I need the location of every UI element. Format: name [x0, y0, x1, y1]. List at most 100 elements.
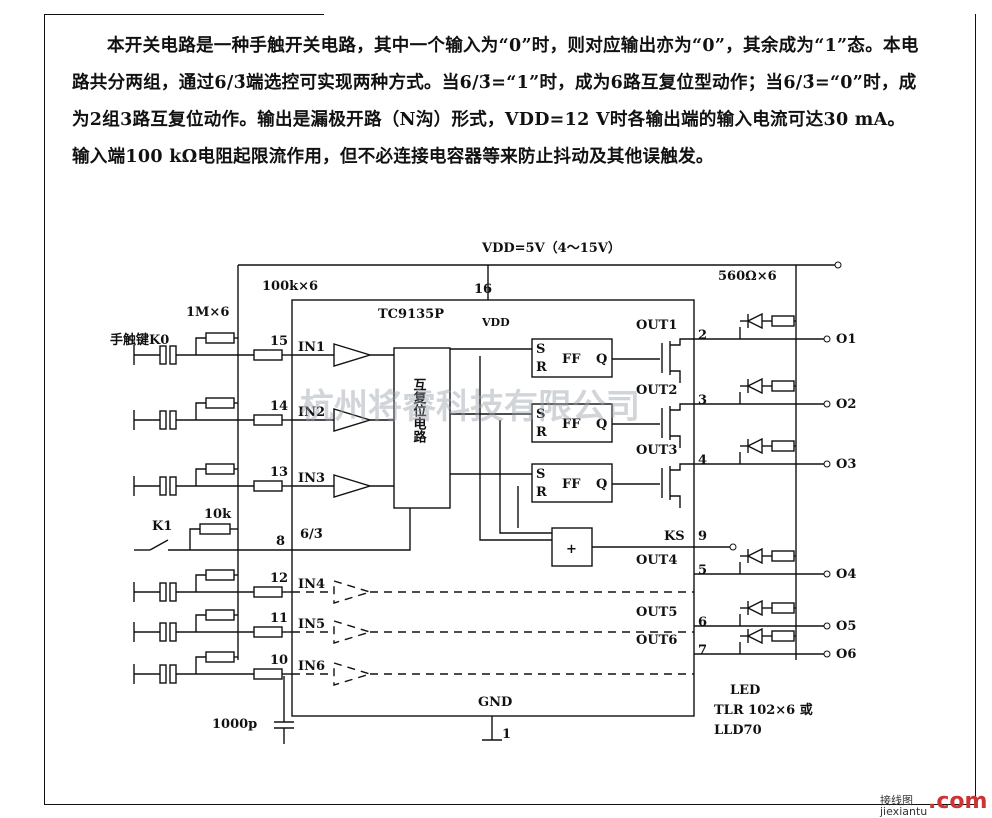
res-560-label: 560Ω×6 — [718, 269, 777, 284]
output-pin-number: 3 — [698, 393, 707, 408]
description-paragraph: 本开关电路是一种手触开关电路，其中一个输入为“0”时，则对应输出亦为“0”，其余… — [72, 36, 919, 167]
touch-key-label: 手触键K0 — [110, 332, 169, 348]
led-icon — [746, 437, 763, 455]
gnd-label: GND — [478, 695, 512, 710]
output-pin-number: 2 — [698, 328, 707, 343]
output-pin-name: OUT4 — [636, 553, 677, 568]
res-100k — [253, 414, 283, 426]
vdd-terminal — [834, 261, 842, 269]
input-row-2: 14 IN2 — [133, 397, 394, 432]
input-pin-name: IN5 — [298, 617, 325, 632]
output-terminal-label: O6 — [836, 647, 856, 662]
input-pin-name: IN2 — [298, 405, 325, 420]
led-alt: LLD70 — [714, 723, 762, 738]
input-pin-number: 14 — [270, 399, 288, 414]
site-url: jiexiantu — [879, 805, 927, 818]
touch-key-plate-b — [169, 582, 177, 602]
res-560 — [771, 380, 795, 392]
output-terminal-label: O3 — [836, 457, 856, 472]
res-10k — [199, 523, 231, 535]
output-row-4: OUT4 5 O4 — [636, 547, 856, 582]
or-in-1 — [479, 356, 552, 541]
ff-label: FF — [562, 417, 581, 432]
res-100k — [253, 586, 283, 598]
res-1m — [205, 332, 235, 344]
fet-drain — [670, 338, 694, 346]
input-pin-name: IN6 — [298, 659, 325, 674]
input-rows: 15 IN1 14 IN2 13 IN3 12 IN4 11 IN5 10 IN6 — [133, 332, 694, 686]
reset-block — [393, 347, 451, 509]
input-row-4: 12 IN4 — [133, 569, 694, 604]
led-icon — [746, 547, 763, 565]
chip-name: TC9135P — [378, 307, 444, 322]
input-pin-number: 10 — [270, 653, 288, 668]
output-pin-name: OUT5 — [636, 605, 677, 620]
flip-flop — [531, 403, 613, 443]
k1-label: K1 — [152, 519, 172, 534]
res-10k-label: 10k — [204, 507, 232, 522]
input-row-1: 15 IN1 — [133, 332, 394, 367]
title-rule — [44, 10, 324, 15]
input-buffer-icon — [333, 580, 373, 604]
res-560 — [771, 550, 795, 562]
site-text: 接线图 — [880, 793, 913, 807]
input-pin-number: 11 — [270, 611, 288, 626]
ff-r-label: R — [536, 485, 547, 500]
touch-key-plate-a — [159, 582, 167, 602]
touch-key-plate-b — [169, 410, 177, 430]
fet-drain — [670, 403, 694, 411]
output-pin-name: OUT2 — [636, 383, 677, 398]
input-pin-name: IN4 — [298, 577, 325, 592]
touch-key-plate-a — [159, 622, 167, 642]
input-buffer-icon — [333, 343, 373, 367]
sel-pin-label: 6/3̄ — [300, 527, 323, 542]
output-pin-name: OUT3 — [636, 443, 677, 458]
output-row-6: OUT6 7 O6 — [636, 627, 856, 662]
output-pin-number: 6 — [698, 615, 707, 630]
led-icon — [746, 312, 763, 330]
fet-source — [670, 370, 681, 383]
output-pin-number: 4 — [698, 453, 707, 468]
res-100k — [253, 480, 283, 492]
touch-key-plate-b — [169, 664, 177, 684]
input-pin-name: IN1 — [298, 340, 325, 355]
ks-label: KS — [664, 529, 685, 544]
vdd-pin-number: 16 — [474, 282, 492, 297]
output-pin-number: 7 — [698, 643, 707, 658]
res-1m — [205, 651, 235, 663]
led-title: LED — [730, 683, 760, 698]
input-pin-number: 15 — [270, 334, 288, 349]
or-in-2 — [499, 420, 552, 534]
touch-key-plate-b — [169, 622, 177, 642]
ff-r-label: R — [536, 425, 547, 440]
output-terminal-label: O2 — [836, 397, 856, 412]
fet-source — [670, 495, 681, 508]
ff-q-label: Q — [596, 477, 607, 492]
res-1m-label: 1M×6 — [186, 305, 229, 320]
output-terminal — [823, 570, 831, 578]
ff-r-label: R — [536, 360, 547, 375]
res-560 — [771, 602, 795, 614]
ff-s-label: S — [536, 467, 545, 482]
led-icon — [746, 627, 763, 645]
output-terminal-label: O4 — [836, 567, 856, 582]
input-pin-number: 12 — [270, 571, 288, 586]
res-1m — [205, 397, 235, 409]
output-pin-number: 5 — [698, 563, 707, 578]
ff-s-label: S — [536, 342, 545, 357]
input-pin-name: IN3 — [298, 471, 325, 486]
input-row-6: 10 IN6 — [133, 651, 694, 686]
res-560 — [771, 630, 795, 642]
touch-key-plate-a — [159, 345, 167, 365]
output-pin-name: OUT6 — [636, 633, 677, 648]
or-gate-label: + — [566, 542, 577, 557]
output-terminal — [823, 460, 831, 468]
res-1m — [205, 569, 235, 581]
output-terminal-label: O5 — [836, 619, 856, 634]
res-100k — [253, 626, 283, 638]
input-pin-number: 13 — [270, 465, 288, 480]
res-100k-label: 100k×6 — [262, 279, 318, 294]
